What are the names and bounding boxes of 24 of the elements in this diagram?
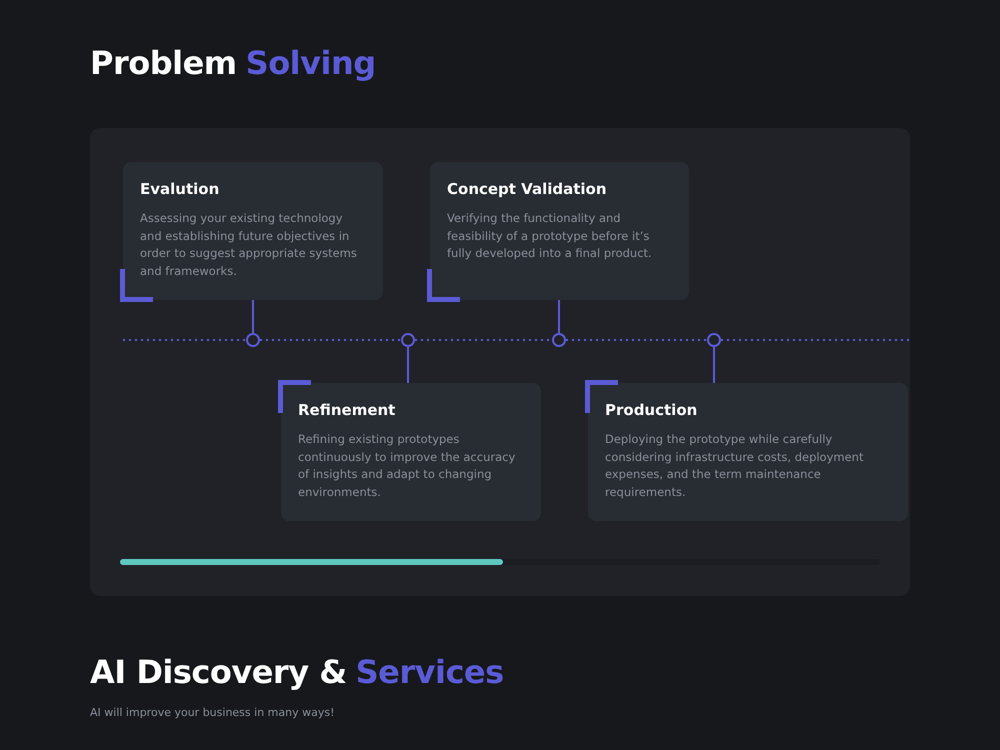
step-card — [281, 383, 541, 521]
heading-text: AI Discovery & — [90, 653, 347, 691]
card-description: Refining existing prototypes continuously to improve the accuracy of insights and adapt to changing environments. — [298, 431, 516, 500]
connector-line — [713, 347, 715, 383]
connector-line — [558, 300, 560, 333]
card-description: Assessing your existing technology and establishing future objectives in order to suggest appropriate systems and frameworks. — [140, 210, 358, 280]
heading-text: Problem — [90, 44, 237, 82]
card-description: Verifying the functionality and feasibility of a prototype before it’s fully developed into a final product. — [447, 210, 653, 262]
heading-highlight: Services — [356, 653, 504, 691]
card-title: Concept Validation — [447, 180, 608, 198]
connector-line — [407, 347, 409, 383]
step-card — [588, 383, 908, 521]
dotted-timeline-line — [566, 339, 707, 341]
connector-line — [252, 300, 254, 333]
dotted-timeline-line — [415, 339, 552, 341]
card-description: Deploying the prototype while carefully considering infrastructure costs, deployment expenses, and the term maintenance requirements. — [605, 431, 864, 500]
card-title: Evalution — [140, 180, 220, 198]
step-card — [123, 162, 383, 300]
heading-highlight: Solving — [246, 44, 376, 82]
step-card — [430, 162, 689, 300]
card-title: Production — [605, 401, 698, 419]
subtitle-text: AI will improve your business in many ways! — [90, 706, 334, 719]
dotted-timeline-line — [260, 339, 401, 341]
card-title: Refinement — [298, 401, 396, 419]
